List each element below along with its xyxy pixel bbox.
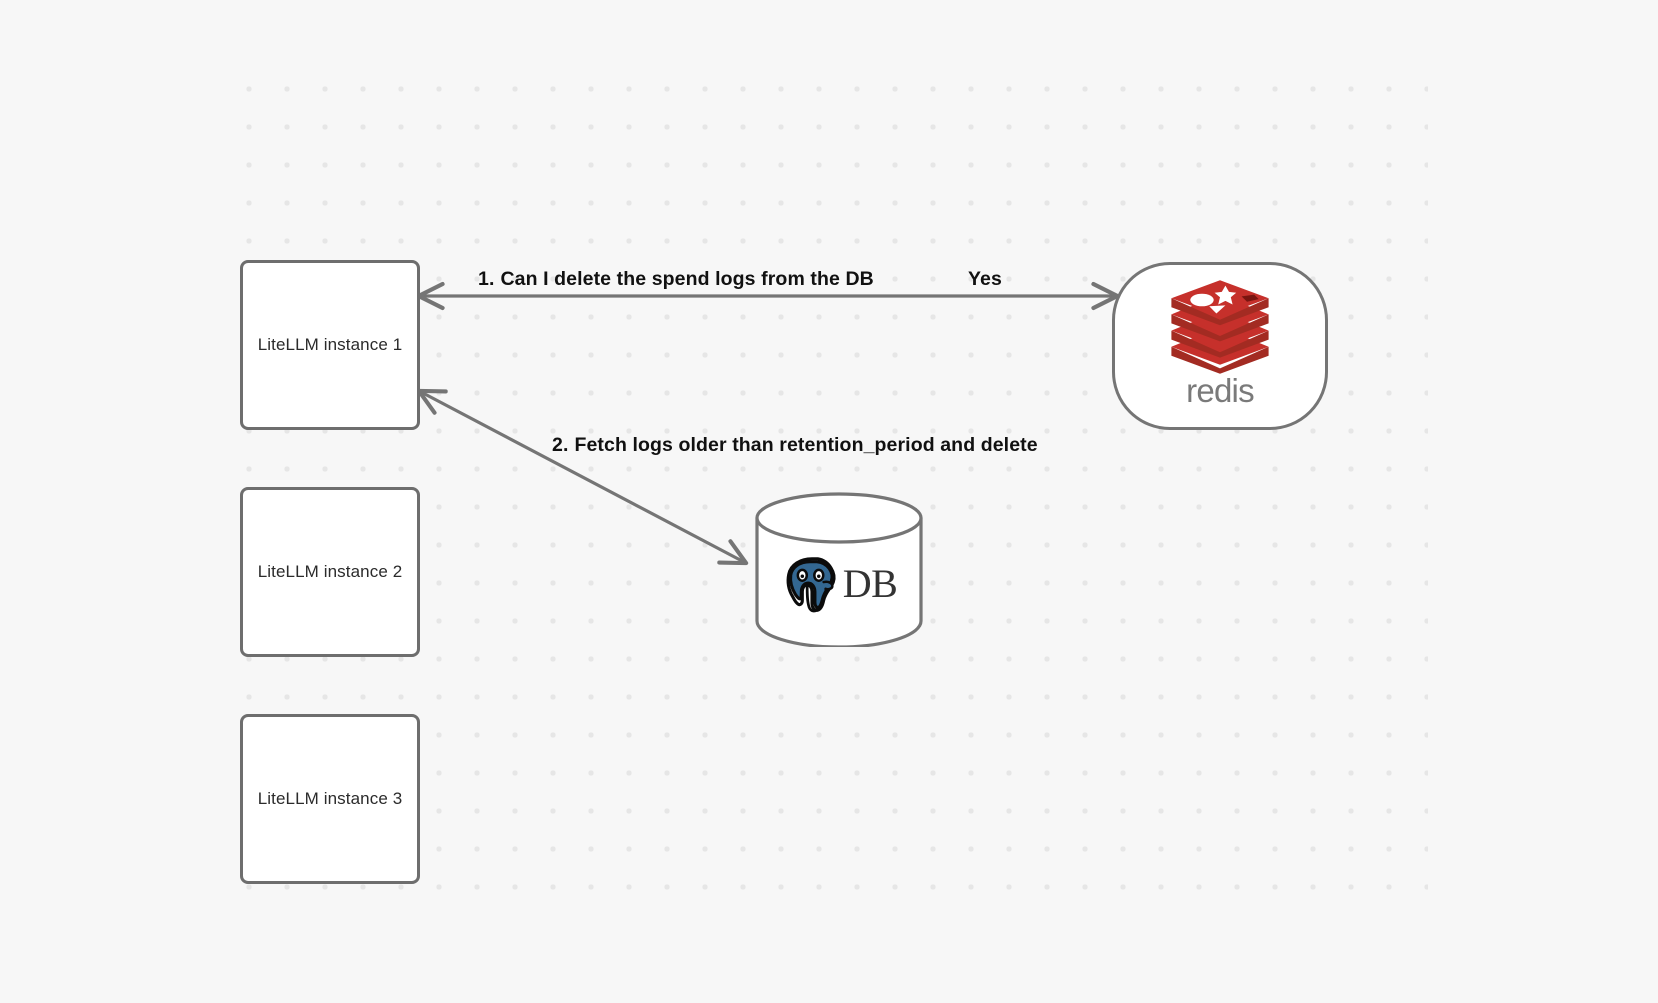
node-database[interactable]: DB [753,492,925,647]
edge-label-yes: Yes [968,268,1002,290]
database-label: DB [842,561,898,606]
postgresql-elephant-icon [781,553,843,615]
cylinder-shape [755,492,923,647]
database-logo-group: DB [753,540,925,628]
edge-step-number-2: 2. [552,434,569,456]
redis-wordmark: redis [1161,372,1279,412]
node-redis[interactable]: redis [1112,262,1328,430]
edge-instance1-database [416,388,749,566]
redis-logo-icon [1166,280,1274,374]
edge-label-step-2: 2.Fetch logs older than retention_period… [552,434,1038,457]
node-litellm-instance-1[interactable]: LiteLLM instance 1 [240,260,420,430]
node-label: LiteLLM instance 3 [257,789,403,808]
node-litellm-instance-3[interactable]: LiteLLM instance 3 [240,714,420,884]
edge-label-text-2: Fetch logs older than retention_period a… [574,434,1038,456]
node-label: LiteLLM instance 1 [257,335,403,354]
node-litellm-instance-2[interactable]: LiteLLM instance 2 [240,487,420,657]
svg-text:redis: redis [1186,373,1254,410]
edge-label-step-1: 1.Can I delete the spend logs from the D… [478,268,874,291]
edge-label-text-1: Can I delete the spend logs from the DB [500,268,874,290]
node-label: LiteLLM instance 2 [257,562,403,581]
edge-step-number-1: 1. [478,268,495,290]
